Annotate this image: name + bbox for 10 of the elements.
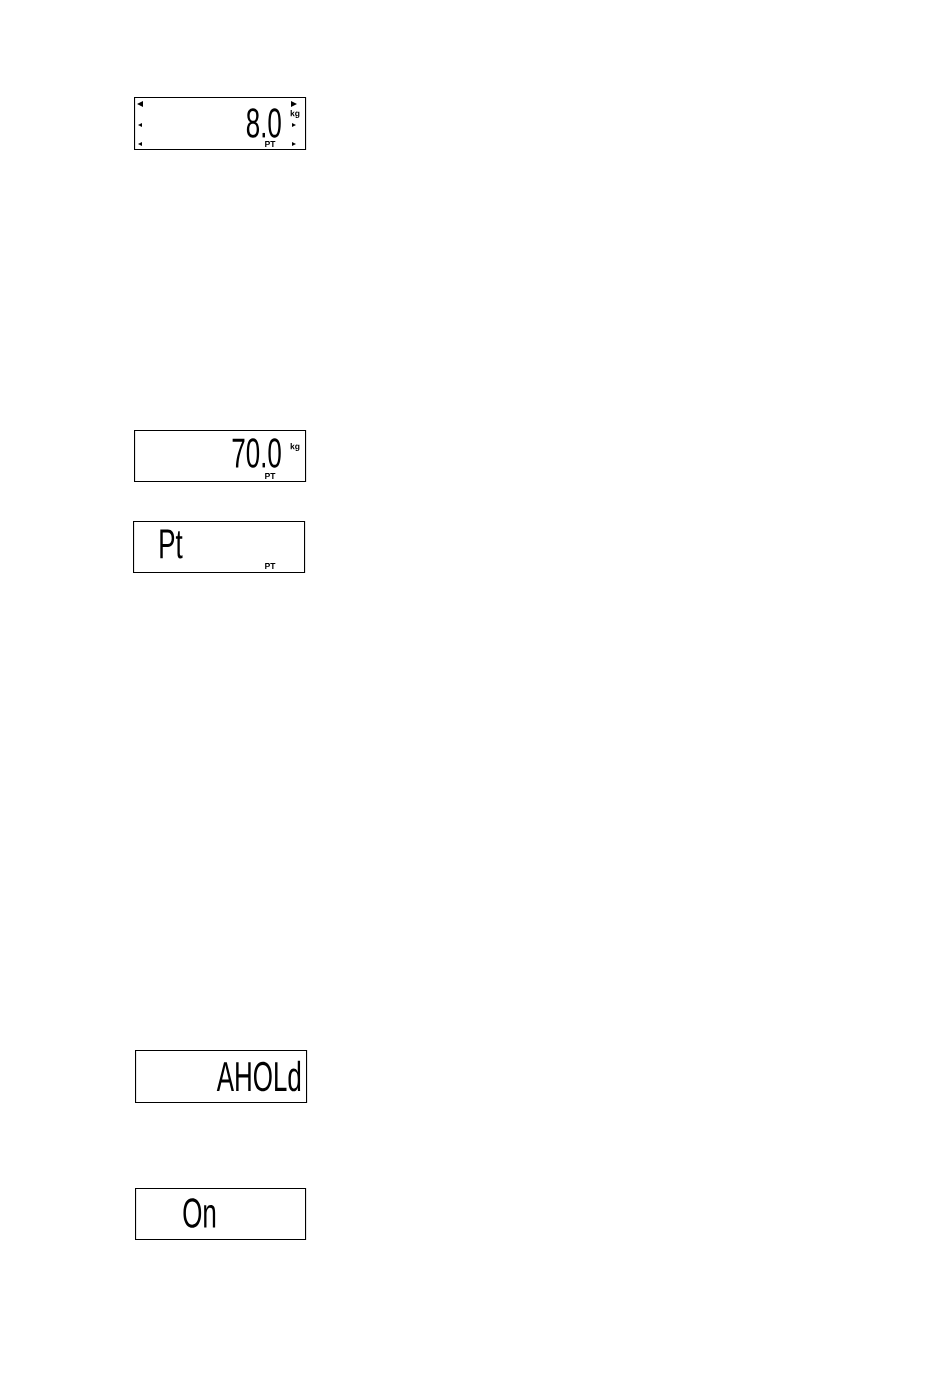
indicator-label: PT: [265, 141, 276, 147]
display-digits: 70.0: [232, 438, 281, 468]
display-digits: 8.0: [246, 108, 281, 138]
indicator-label: PT: [265, 563, 276, 569]
indicator-label: kg: [290, 110, 300, 118]
display-digits: Pt: [160, 529, 183, 559]
display-digits: On: [183, 1198, 216, 1228]
indicator-label: PT: [265, 473, 276, 479]
display-digits: AHOLd: [216, 1060, 301, 1092]
indicator-label: kg: [290, 443, 300, 451]
